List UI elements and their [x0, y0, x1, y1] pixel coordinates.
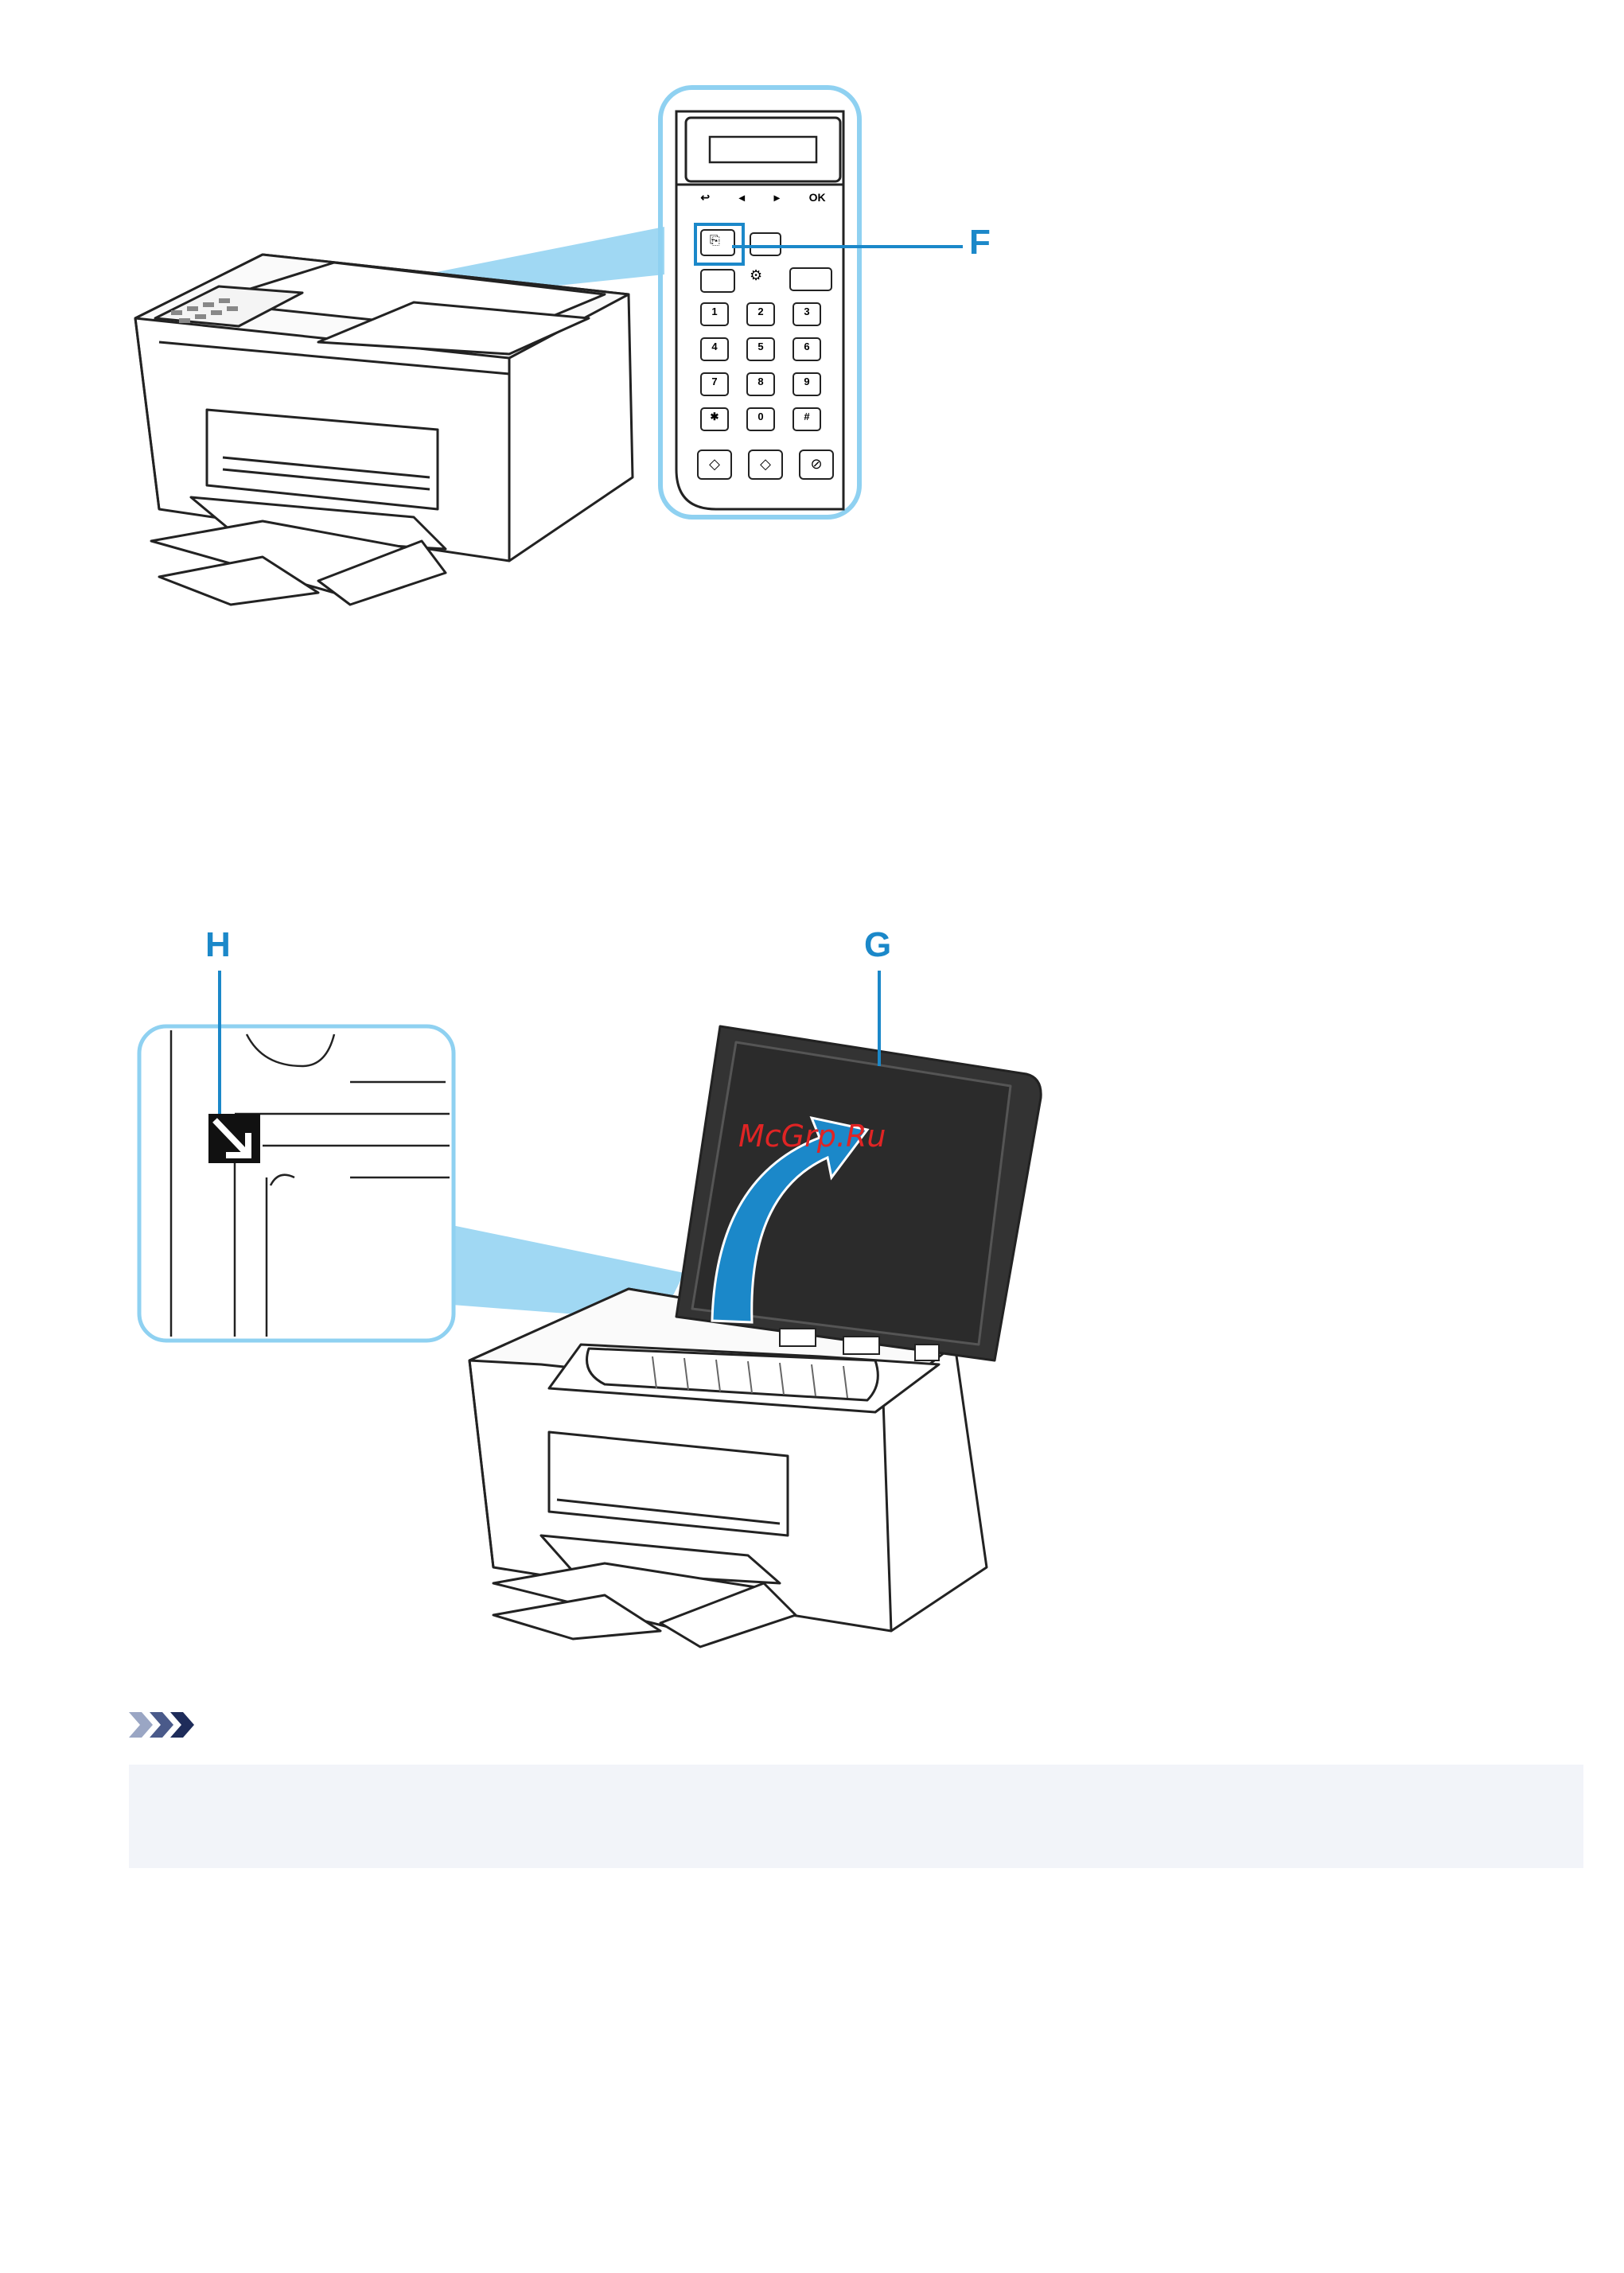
callout-label-g: G [864, 928, 891, 963]
watermark: McGrp.Ru [738, 1119, 886, 1154]
right-key[interactable]: ▸ [774, 191, 780, 215]
key-9[interactable]: 9 [793, 372, 821, 396]
key-star[interactable]: ✱ [700, 407, 729, 431]
note-box [129, 1765, 1583, 1868]
key-7[interactable]: 7 [700, 372, 729, 396]
color-mono-key[interactable] [789, 267, 832, 291]
stop-key[interactable]: ⊘ [799, 450, 834, 480]
key-3[interactable]: 3 [793, 302, 821, 326]
ok-key[interactable]: OK [809, 191, 826, 215]
note-chevrons-icon [129, 1709, 208, 1741]
key-1[interactable]: 1 [700, 302, 729, 326]
black-start-key[interactable]: ◇ [697, 450, 732, 480]
key-hash[interactable]: # [793, 407, 821, 431]
start-icon: ◇ [709, 456, 720, 472]
document-cover-illustration [0, 915, 1624, 1711]
setup-icon: ⚙ [750, 267, 762, 283]
key-4[interactable]: 4 [700, 337, 729, 361]
setup-key[interactable]: ⚙ [750, 267, 773, 290]
start-icon: ◇ [760, 456, 771, 472]
callout-f-leader [732, 239, 971, 255]
scan-key[interactable] [700, 269, 735, 293]
callout-label-f: F [969, 225, 991, 260]
key-6[interactable]: 6 [793, 337, 821, 361]
stop-icon: ⊘ [810, 456, 822, 472]
key-8[interactable]: 8 [746, 372, 775, 396]
key-5[interactable]: 5 [746, 337, 775, 361]
callout-label-h: H [205, 928, 231, 963]
numeric-keypad: 1 2 3 4 5 6 7 8 9 ✱ 0 # [700, 302, 832, 431]
back-key[interactable]: ↩ [700, 191, 710, 215]
left-key[interactable]: ◂ [739, 191, 745, 215]
color-start-key[interactable]: ◇ [748, 450, 783, 480]
nav-keys: ↩ ◂ ▸ OK [686, 191, 840, 215]
key-2[interactable]: 2 [746, 302, 775, 326]
key-0[interactable]: 0 [746, 407, 775, 431]
